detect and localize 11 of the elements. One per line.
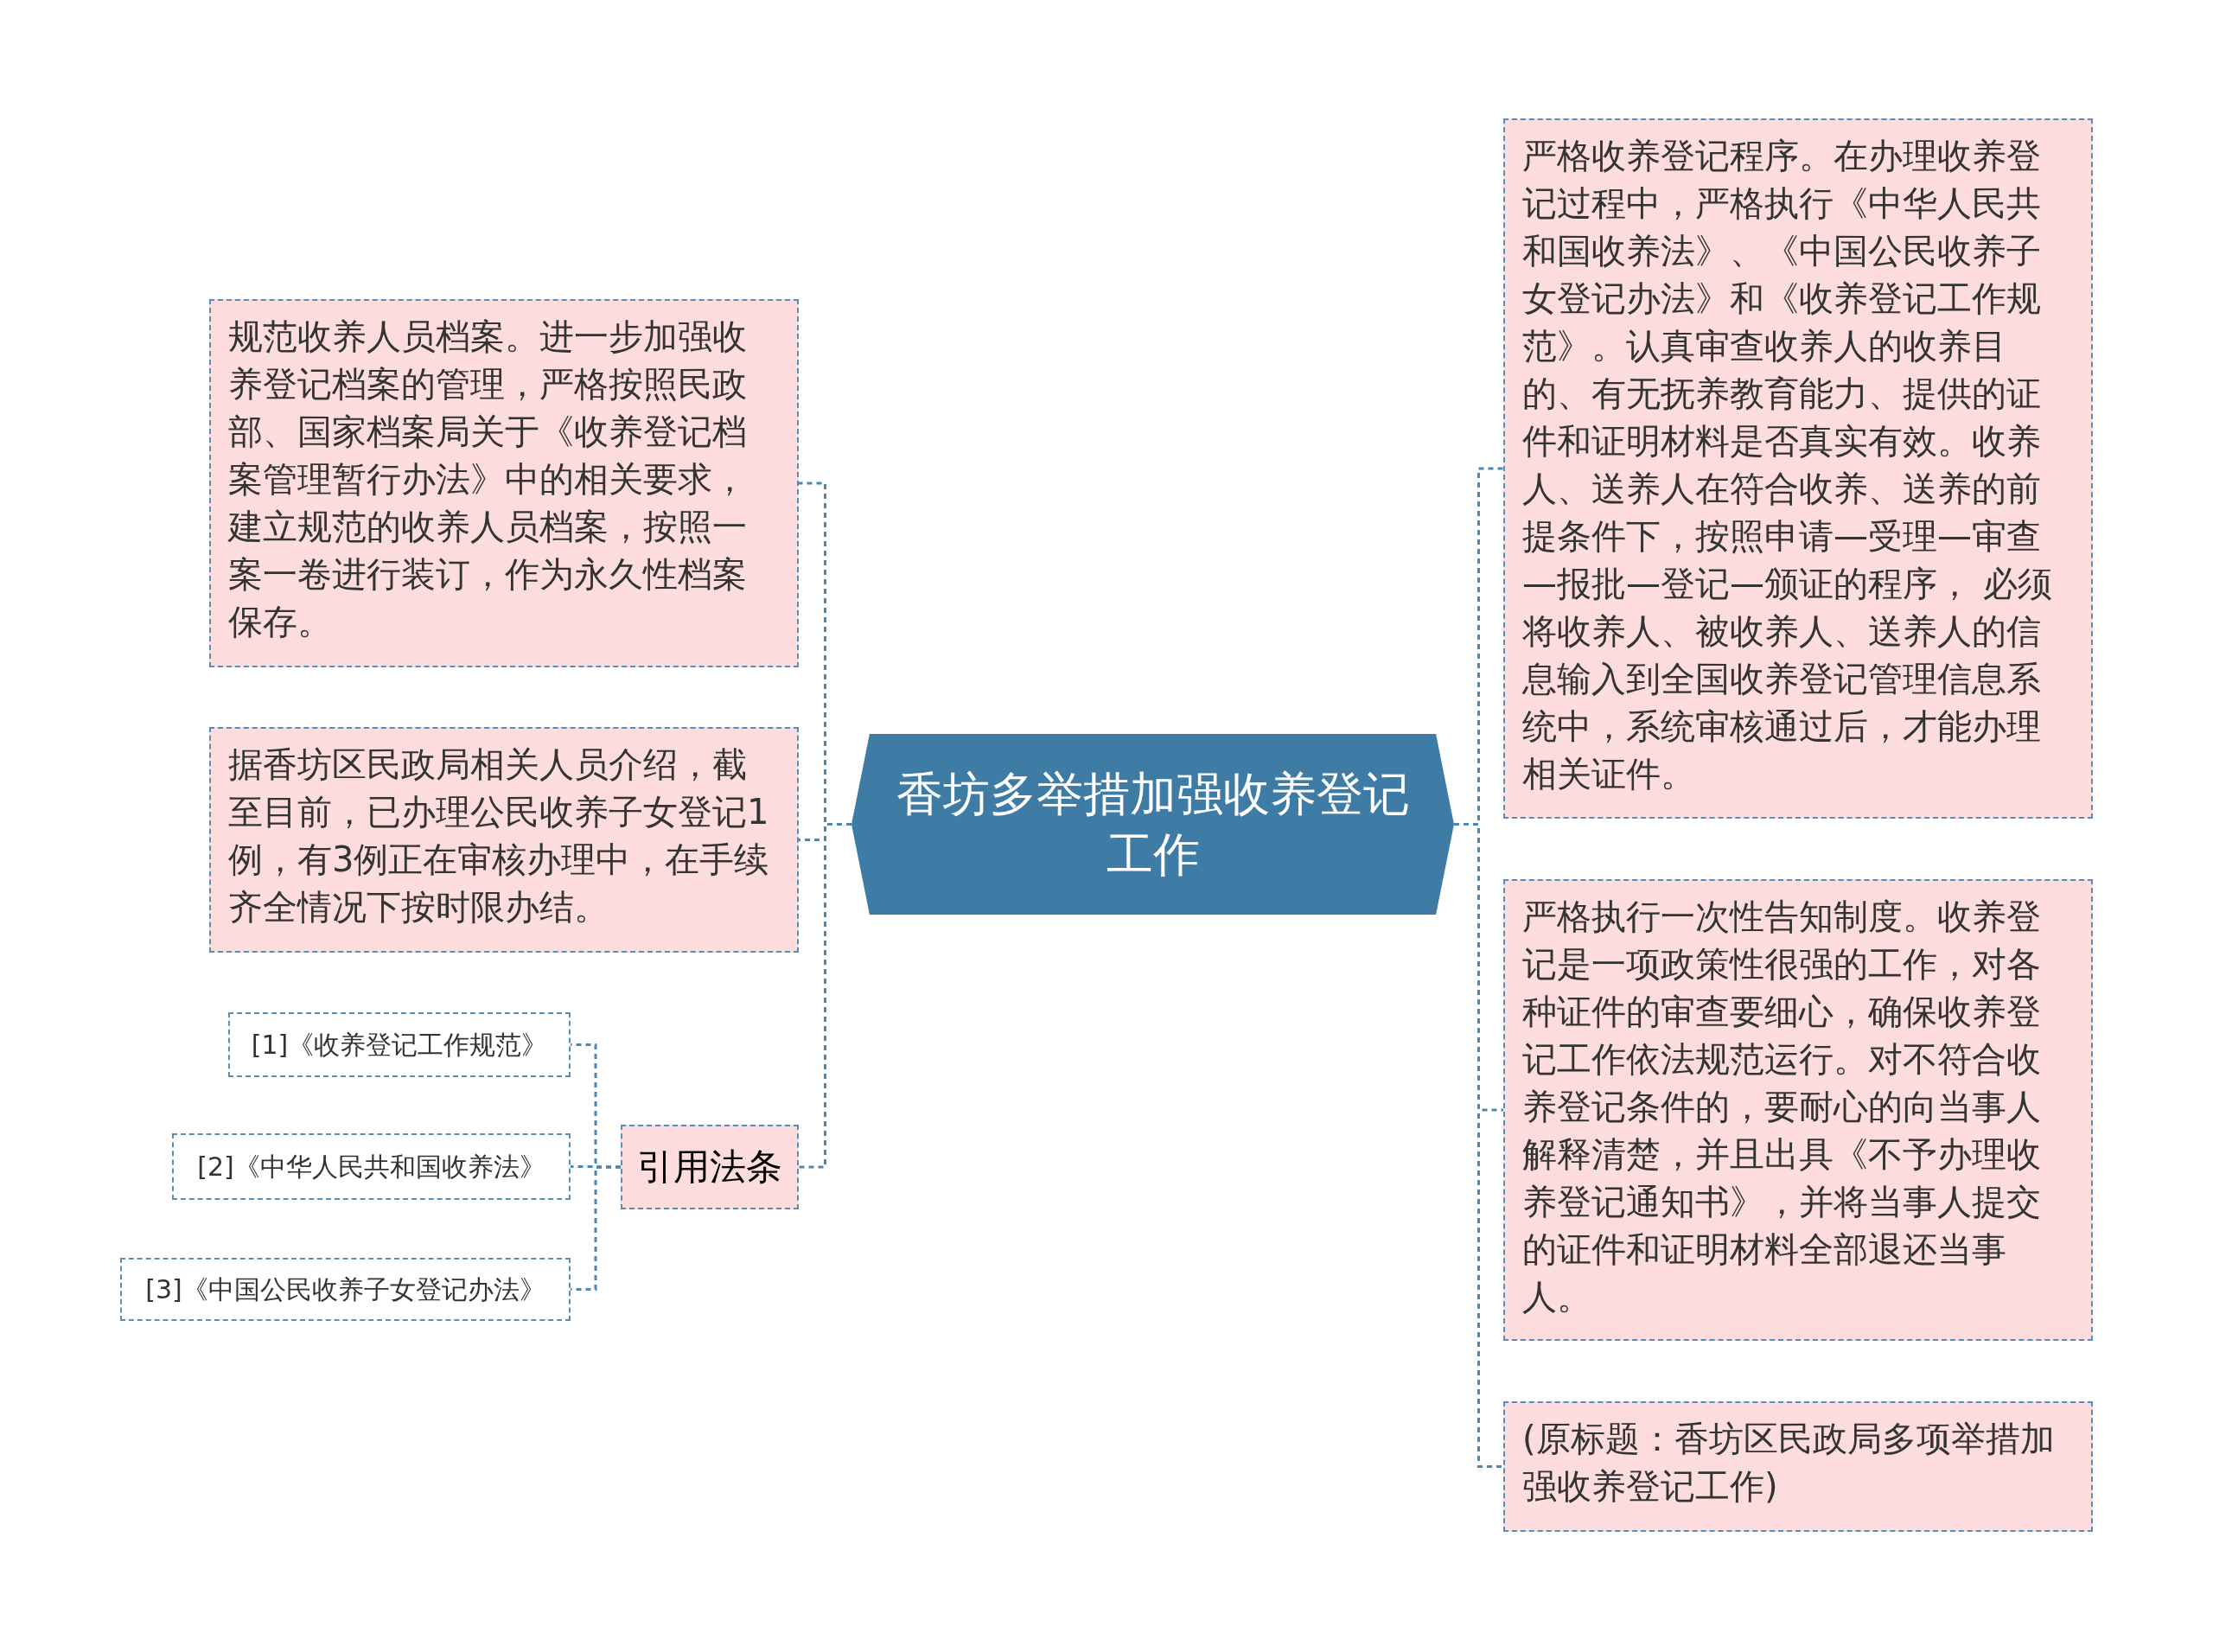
text-card: 据香坊区民政局相关人员介绍，截至目前，已办理公民收养子女登记1例，有3例正在审核办理中，在手续齐全情况下按时限办结。 (209, 727, 799, 953)
citation-box: [2]《中华人民共和国收养法》 (172, 1133, 571, 1200)
citation-box: [3]《中国公民收养子女登记办法》 (120, 1258, 571, 1321)
branch-topic: 引用法条 (621, 1125, 799, 1209)
citation-box: [1]《收养登记工作规范》 (228, 1012, 571, 1077)
central-topic: 香坊多举措加强收养登记工作 (851, 734, 1454, 915)
text-card: 规范收养人员档案。进一步加强收养登记档案的管理，严格按照民政部、国家档案局关于《收养登记档案管理暂行办法》中的相关要求，建立规范的收养人员档案，按照一案一卷进行装订，作为永久性档案保存。 (209, 299, 799, 667)
text-card: 严格执行一次性告知制度。收养登记是一项政策性很强的工作，对各种证件的审查要细心，确保收养登记工作依法规范运行。对不符合收养登记条件的，要耐心的向当事人解释清楚，并且出具《不予办理收养登记通知书》，并将当事人提交的证件和证明材料全部退还当事人。 (1503, 879, 2093, 1341)
text-card: 严格收养登记程序。在办理收养登记过程中，严格执行《中华人民共和国收养法》、《中国公民收养子女登记办法》和《收养登记工作规范》。认真审查收养人的收养目的、有无抚养教育能力、提供的证件和证明材料是否真实有效。收养人、送养人在符合收养、送养的前提条件下，按照申请—受理—审查—报批—登记—颁证的程序， 必须将收养人、被收养人、送养人的信息输入到全国收养登记管理信息系统中，系统审核通过后，才能办理相关证件。 (1503, 118, 2093, 819)
text-card: (原标题：香坊区民政局多项举措加强收养登记工作) (1503, 1401, 2093, 1532)
connector (799, 823, 851, 1169)
